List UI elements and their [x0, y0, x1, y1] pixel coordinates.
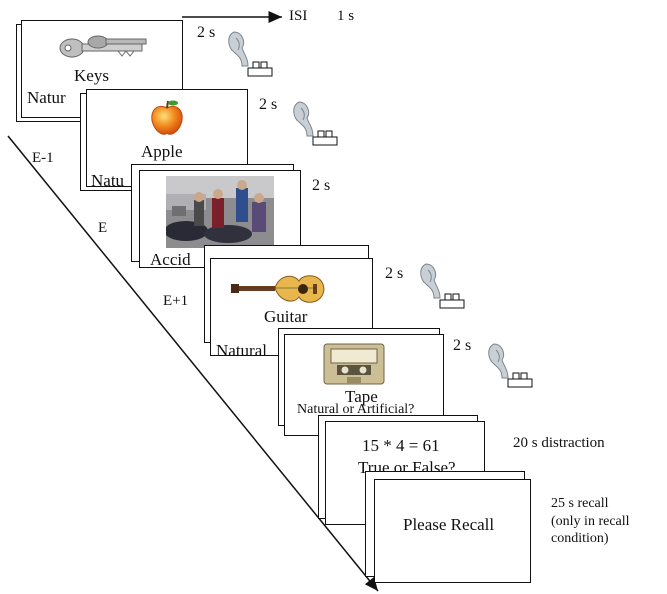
- question-apple: Natu: [91, 171, 125, 187]
- hand-icon: [228, 31, 249, 67]
- button-box-icon: [247, 61, 273, 77]
- button-box-icon: [312, 130, 338, 146]
- recall-card: Please Recall: [374, 479, 531, 583]
- recall-label: 25 s recall (only in recall condition): [551, 495, 630, 548]
- duration-tape: 2 s: [453, 337, 472, 354]
- word-tape: Tape: [345, 387, 378, 406]
- isi-duration: 1 s: [337, 8, 355, 24]
- duration-guitar: 2 s: [385, 265, 404, 282]
- hand-icon: [420, 263, 441, 299]
- cassette-tape-icon: [323, 343, 385, 385]
- isi-label: ISI: [289, 8, 308, 24]
- button-box-icon: [507, 372, 533, 388]
- distraction-label: 20 s distraction: [513, 435, 605, 451]
- duration-accident: 2 s: [312, 177, 331, 194]
- recall-label-line: 25 s recall: [551, 496, 609, 511]
- word-apple: Apple: [141, 142, 183, 161]
- duration-keys: 2 s: [197, 24, 216, 41]
- position-label-e-minus-1: E-1: [32, 150, 54, 166]
- guitar-icon: [231, 275, 325, 303]
- question-keys: Natur: [27, 88, 66, 107]
- question-tape: Natural or Artificial?: [297, 402, 415, 417]
- button-box-icon: [439, 293, 465, 309]
- time-axis-arrow: [7, 135, 379, 592]
- duration-apple: 2 s: [259, 96, 278, 113]
- distraction-equation: 15 * 4 = 61: [362, 436, 440, 455]
- question-accident: Accid: [150, 250, 191, 268]
- hand-icon: [488, 343, 509, 379]
- question-guitar: Natural: [216, 341, 267, 356]
- recall-label-line: condition): [551, 531, 609, 546]
- position-label-e: E: [98, 220, 108, 236]
- apple-icon: [151, 100, 183, 135]
- keys-icon: [59, 35, 147, 58]
- recall-label-line: (only in recall: [551, 513, 630, 529]
- hand-icon: [293, 101, 314, 137]
- word-guitar: Guitar: [264, 307, 308, 326]
- recall-prompt: Please Recall: [403, 515, 495, 534]
- position-label-e-plus-1: E+1: [163, 293, 189, 309]
- word-keys: Keys: [74, 66, 109, 85]
- accident-photo: [166, 176, 274, 248]
